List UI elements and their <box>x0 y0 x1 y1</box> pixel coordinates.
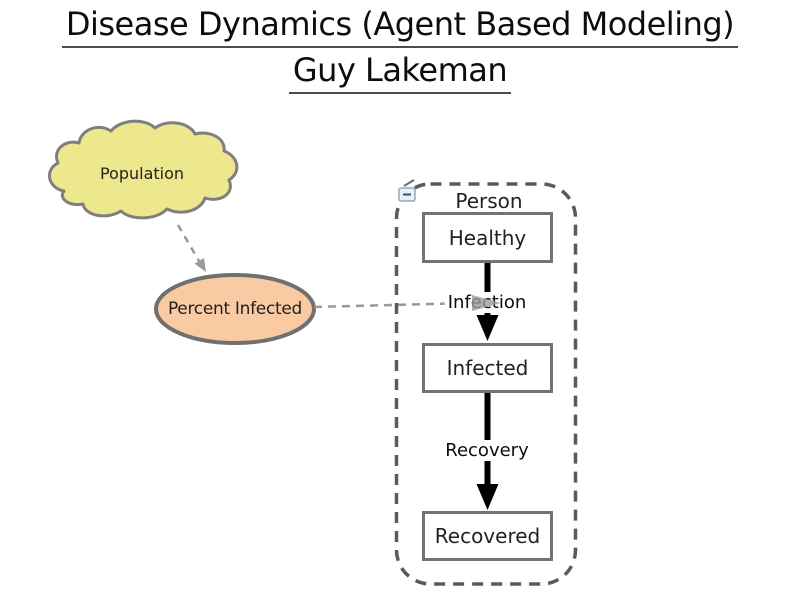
transition-label-recovery: Recovery <box>442 440 532 461</box>
slide-subtitle: Guy Lakeman <box>0 50 800 94</box>
percent-infected-label: Percent Infected <box>167 299 303 319</box>
cloud-to-ellipse-link <box>176 224 206 272</box>
state-box-healthy: Healthy <box>422 212 553 263</box>
percent-infected-ellipse-shape <box>154 273 316 345</box>
person-frame-label: Person <box>455 189 523 213</box>
population-cloud-shape <box>48 119 239 220</box>
collapse-minus-icon <box>398 179 416 202</box>
state-box-recovered: Recovered <box>422 511 553 561</box>
transition-label-recovery-text: Recovery <box>445 440 529 461</box>
state-label-recovered: Recovered <box>434 524 541 548</box>
population-cloud-label: Population <box>99 164 185 183</box>
slide-title-text: Disease Dynamics (Agent Based Modeling) <box>61 4 739 48</box>
slide-title: Disease Dynamics (Agent Based Modeling) <box>0 4 800 48</box>
state-box-infected: Infected <box>422 343 553 393</box>
recovery-transition-arrow <box>476 393 499 510</box>
ellipse-to-infection-link <box>313 301 471 309</box>
person-frame-border <box>394 182 578 586</box>
dependency-link-arrowhead-icon <box>472 295 501 311</box>
state-label-healthy: Healthy <box>448 225 527 250</box>
slide-subtitle-text: Guy Lakeman <box>288 50 512 94</box>
state-label-infected: Infected <box>446 356 529 380</box>
